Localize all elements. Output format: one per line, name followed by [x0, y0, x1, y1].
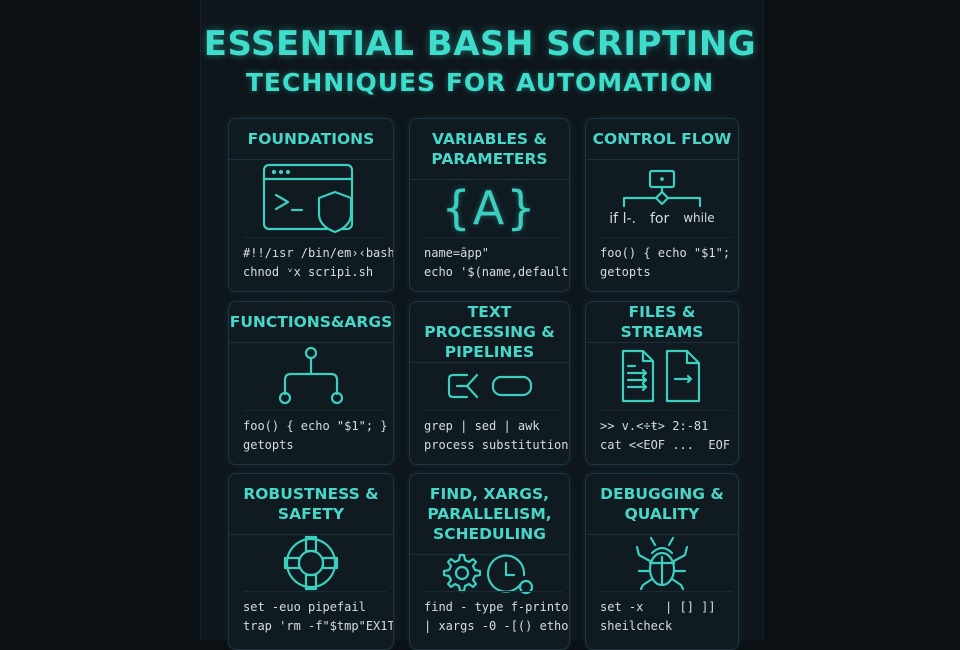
icon-label: if l-.: [609, 211, 636, 227]
code-line: name=̄app": [424, 246, 490, 260]
icon-label: for: [649, 211, 670, 227]
code-line: echo '$(name,default": [424, 265, 570, 279]
lifebuoy-icon: [229, 534, 393, 591]
card-functions-args: FUNCTIONS&ARGS foo() { echo "$1"; } getopt…: [228, 301, 394, 465]
code-line: trap 'rm -f"$tmp"EX1T: [243, 619, 394, 633]
code-line: getopts: [243, 438, 294, 452]
card-title: FIND, XARGS, PARALLELISM, SCHEDULING: [410, 474, 569, 555]
code-line: sheilcheck: [600, 619, 673, 633]
code-line: cat <<EOF ... EOF: [600, 438, 731, 452]
icon-labels: if l-. for while: [609, 211, 714, 227]
code-line: getopts: [600, 265, 651, 279]
code-line: process substitution: [424, 438, 569, 452]
code-line: set -x | [] ]]: [600, 600, 716, 614]
card-debugging-quality: DEBUGGING & QUALITY set -x | [] ]] sheilch…: [585, 473, 739, 650]
icon-text: {A}: [441, 181, 538, 235]
code-snippet: set -euo pipefail trap 'rm -f"$tmp"EX1T: [243, 591, 394, 636]
code-snippet: grep | sed | awk process substitution: [424, 410, 569, 455]
card-title: DEBUGGING & QUALITY: [586, 474, 738, 535]
code-line: #!!/ısr /bin/em›‹bash: [243, 246, 394, 260]
braces-variable-icon: {A}: [410, 179, 569, 237]
icon-label: while: [683, 211, 715, 225]
card-title: FILES & STREAMS: [586, 302, 738, 343]
pipeline-icon: [410, 362, 569, 410]
function-tree-icon: [229, 342, 393, 410]
code-line: find - type f-printo: [424, 600, 569, 614]
code-snippet: find - type f-printo | xargs -0 -[() etho…: [424, 591, 570, 636]
card-robustness-safety: ROBUSTNESS & SAFETY set -euo pipefail trap…: [228, 473, 394, 650]
files-icon: [586, 342, 738, 410]
code-line: set -euo pipefail: [243, 600, 366, 614]
code-line: | xargs -0 -[() etho /: [424, 619, 570, 633]
card-text-processing-pipelines: TEXT PROCESSING & PIPELINES grep | sed | …: [409, 301, 570, 465]
card-title: FOUNDATIONS: [229, 119, 393, 160]
card-title: TEXT PROCESSING & PIPELINES: [410, 302, 569, 363]
card-title: FUNCTIONS&ARGS: [229, 302, 393, 343]
code-snippet: foo() { echo "$1"; } getopts: [243, 410, 388, 455]
flowchart-icon: if l-. for while: [586, 159, 738, 237]
poster-title: ESSENTIAL BASH SCRIPTING: [203, 24, 757, 64]
code-snippet: foo() { echo "$1"; } getopts: [600, 237, 739, 282]
card-control-flow: CONTROL FLOW if l-. for while foo() { echo "…: [585, 118, 739, 292]
code-snippet: #!!/ısr /bin/em›‹bash chnod ᵛx scripi.sh: [243, 237, 394, 282]
code-line: foo() { echo "$1"; }: [600, 246, 739, 260]
card-files-streams: FILES & STREAMS >> v.<÷ŧ> 2:-81 cat <<EOF …: [585, 301, 739, 465]
poster-subtitle: TECHNIQUES FOR AUTOMATION: [245, 68, 715, 97]
gear-clock-icon: [410, 553, 569, 594]
card-title: CONTROL FLOW: [586, 119, 738, 160]
code-line: >> v.<÷ŧ> 2:-81: [600, 419, 709, 433]
card-title: VARIABLES & PARAMETERS: [410, 119, 569, 180]
card-title: ROBUSTNESS & SAFETY: [229, 474, 393, 535]
bug-icon: [586, 534, 738, 591]
terminal-shield-icon: [229, 159, 393, 237]
code-snippet: set -x | [] ]] sheilcheck: [600, 591, 732, 636]
card-foundations: FOUNDATIONS #!!/ısr /bin/em›‹bash chnod ᵛx…: [228, 118, 394, 292]
card-find-xargs-parallelism-scheduling: FIND, XARGS, PARALLELISM, SCHEDULING find…: [409, 473, 570, 650]
code-snippet: name=̄app" echo '$(name,default": [424, 237, 570, 282]
code-line: grep | sed | awk: [424, 419, 540, 433]
code-line: chnod ᵛx scripi.sh: [243, 265, 374, 279]
code-snippet: >> v.<÷ŧ> 2:-81 cat <<EOF ... EOF: [600, 410, 732, 455]
card-variables-parameters: VARIABLES & PARAMETERS{A} name=̄app" echo …: [409, 118, 570, 292]
code-line: foo() { echo "$1"; }: [243, 419, 388, 433]
